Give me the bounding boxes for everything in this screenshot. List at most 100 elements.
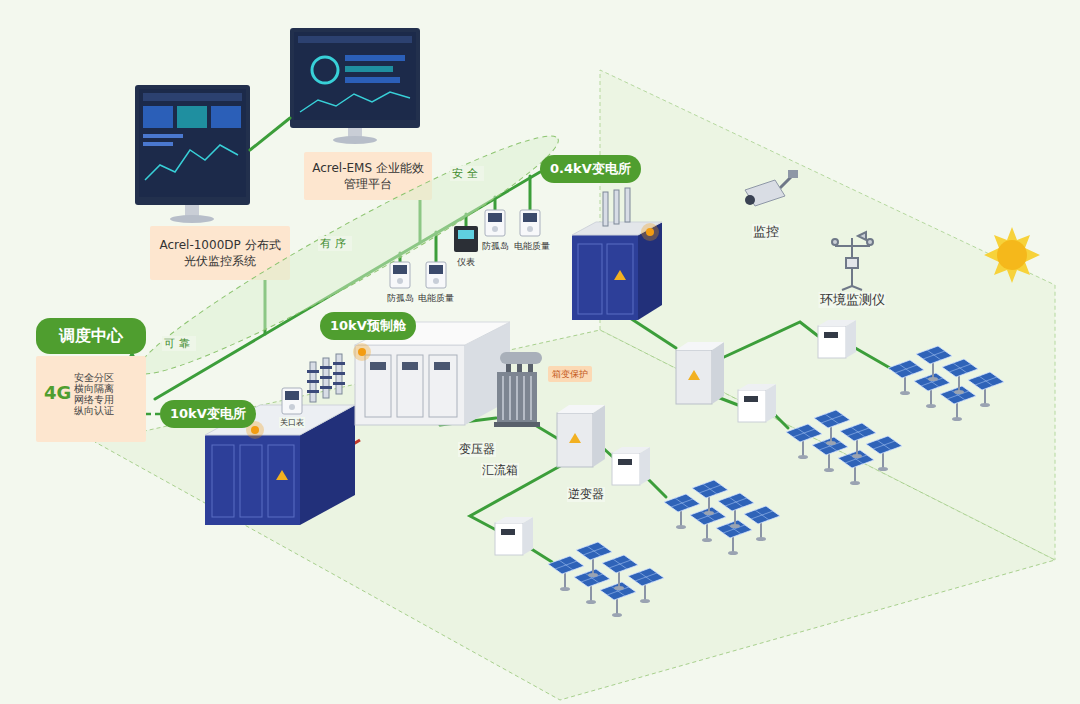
substation-cabinet (307, 380, 319, 383)
substation-cabinet (307, 362, 345, 393)
illustration (738, 384, 776, 422)
substation-cabinet (320, 366, 332, 369)
camera-icon (745, 170, 798, 206)
monitor (143, 106, 173, 128)
part-label: 防孤岛 (481, 240, 510, 252)
status-glow (251, 426, 259, 434)
prefab-cabin (402, 362, 418, 370)
monitor (143, 142, 173, 146)
monitor (290, 28, 420, 128)
cabinet-04kv (638, 222, 662, 320)
solar-array (866, 436, 902, 471)
prefab-cabin (429, 355, 457, 417)
substation-cabinet (307, 390, 319, 393)
ellipse-outline (125, 130, 572, 380)
weather-station (832, 232, 873, 290)
cabinet-04kv (614, 270, 626, 280)
green-tag: 调度中心 (36, 318, 146, 354)
green-wire (630, 318, 676, 348)
substation-cabinet (240, 445, 262, 517)
node-text: 4G (44, 382, 71, 403)
monitor (300, 92, 410, 112)
illustration (612, 447, 650, 485)
node-text: 有序 (318, 236, 352, 251)
weather-station (858, 232, 866, 240)
sun-icon (984, 227, 1040, 283)
node-text: 调度中心 (59, 327, 123, 345)
node-text: 安全分区 横向隔离 网络专用 纵向认证 (74, 372, 118, 416)
part-label: 逆变器 (567, 487, 605, 502)
transformer (494, 422, 540, 427)
cabinet-04kv (572, 188, 662, 320)
green-wire (250, 118, 290, 150)
meter-group (426, 262, 446, 288)
node-text: Acrel-1000DP 分布式光伏监控系统 (159, 237, 281, 269)
substation-cabinet (333, 372, 345, 375)
part-label: 电能质量 (417, 292, 455, 304)
monitor (139, 89, 246, 197)
meter-group (458, 230, 474, 239)
green-tag: 10kV变电所 (160, 400, 256, 428)
solar-array (718, 493, 754, 528)
monitor (345, 66, 393, 72)
part-label: 监控 (752, 224, 780, 240)
monitor (312, 57, 338, 83)
substation-cabinet (205, 354, 355, 525)
transformer (497, 372, 537, 424)
part-label: 关口表 (279, 417, 305, 428)
prefab-cabin (434, 362, 450, 370)
part-label: 防孤岛 (386, 292, 415, 304)
solar-array (548, 346, 1004, 617)
status-glow (353, 343, 371, 361)
monitor (211, 106, 241, 128)
illustration (818, 320, 856, 358)
part-label: 仪表 (456, 256, 476, 268)
cabinet-04kv (607, 244, 633, 314)
solar-array (786, 424, 822, 459)
part-label: 环境监测仪 (819, 292, 886, 308)
transformer (500, 352, 542, 364)
cabinet-04kv (578, 244, 602, 314)
substation-cabinet (205, 435, 300, 525)
monitor (143, 134, 183, 138)
green-tag: 0.4kV变电所 (540, 155, 641, 183)
camera-icon (788, 170, 798, 178)
info-box: 4G安全分区 横向隔离 网络专用 纵向认证 (36, 356, 146, 442)
node-text: 可靠 (162, 336, 196, 351)
weather-station (832, 239, 838, 245)
green-wire (722, 322, 818, 358)
monitor (135, 85, 250, 223)
prefab-cabin (370, 362, 386, 370)
green-wire (535, 425, 560, 440)
cabinet-04kv (603, 188, 630, 226)
monitor (170, 215, 214, 223)
monitor (294, 32, 416, 120)
green-wire (155, 118, 890, 562)
illustration (495, 517, 533, 555)
prefab-cabin (355, 345, 465, 425)
meter-group (520, 210, 540, 236)
monitor (298, 36, 412, 43)
status-glow (641, 223, 659, 241)
substation-cabinet (320, 386, 332, 389)
part-label: 汇流箱 (481, 463, 519, 478)
solar-array (744, 506, 780, 541)
sun-icon (997, 240, 1027, 270)
solar-array (602, 555, 638, 590)
meter-group (485, 210, 505, 236)
solar-array (664, 494, 700, 529)
weather-station (867, 239, 873, 245)
cabinet-04kv (625, 188, 630, 222)
monitor (177, 106, 207, 128)
node-text: 0.4kV变电所 (550, 160, 631, 178)
prefab-cabin (365, 355, 391, 417)
part-label: 变压器 (458, 442, 496, 457)
transformer (503, 376, 531, 420)
substation-cabinet (276, 470, 288, 480)
solar-array (888, 360, 924, 395)
substation-cabinet (333, 382, 345, 385)
substation-cabinet (282, 388, 302, 414)
solar-array (576, 542, 612, 577)
monitor (345, 77, 400, 83)
substation-cabinet (307, 370, 319, 373)
